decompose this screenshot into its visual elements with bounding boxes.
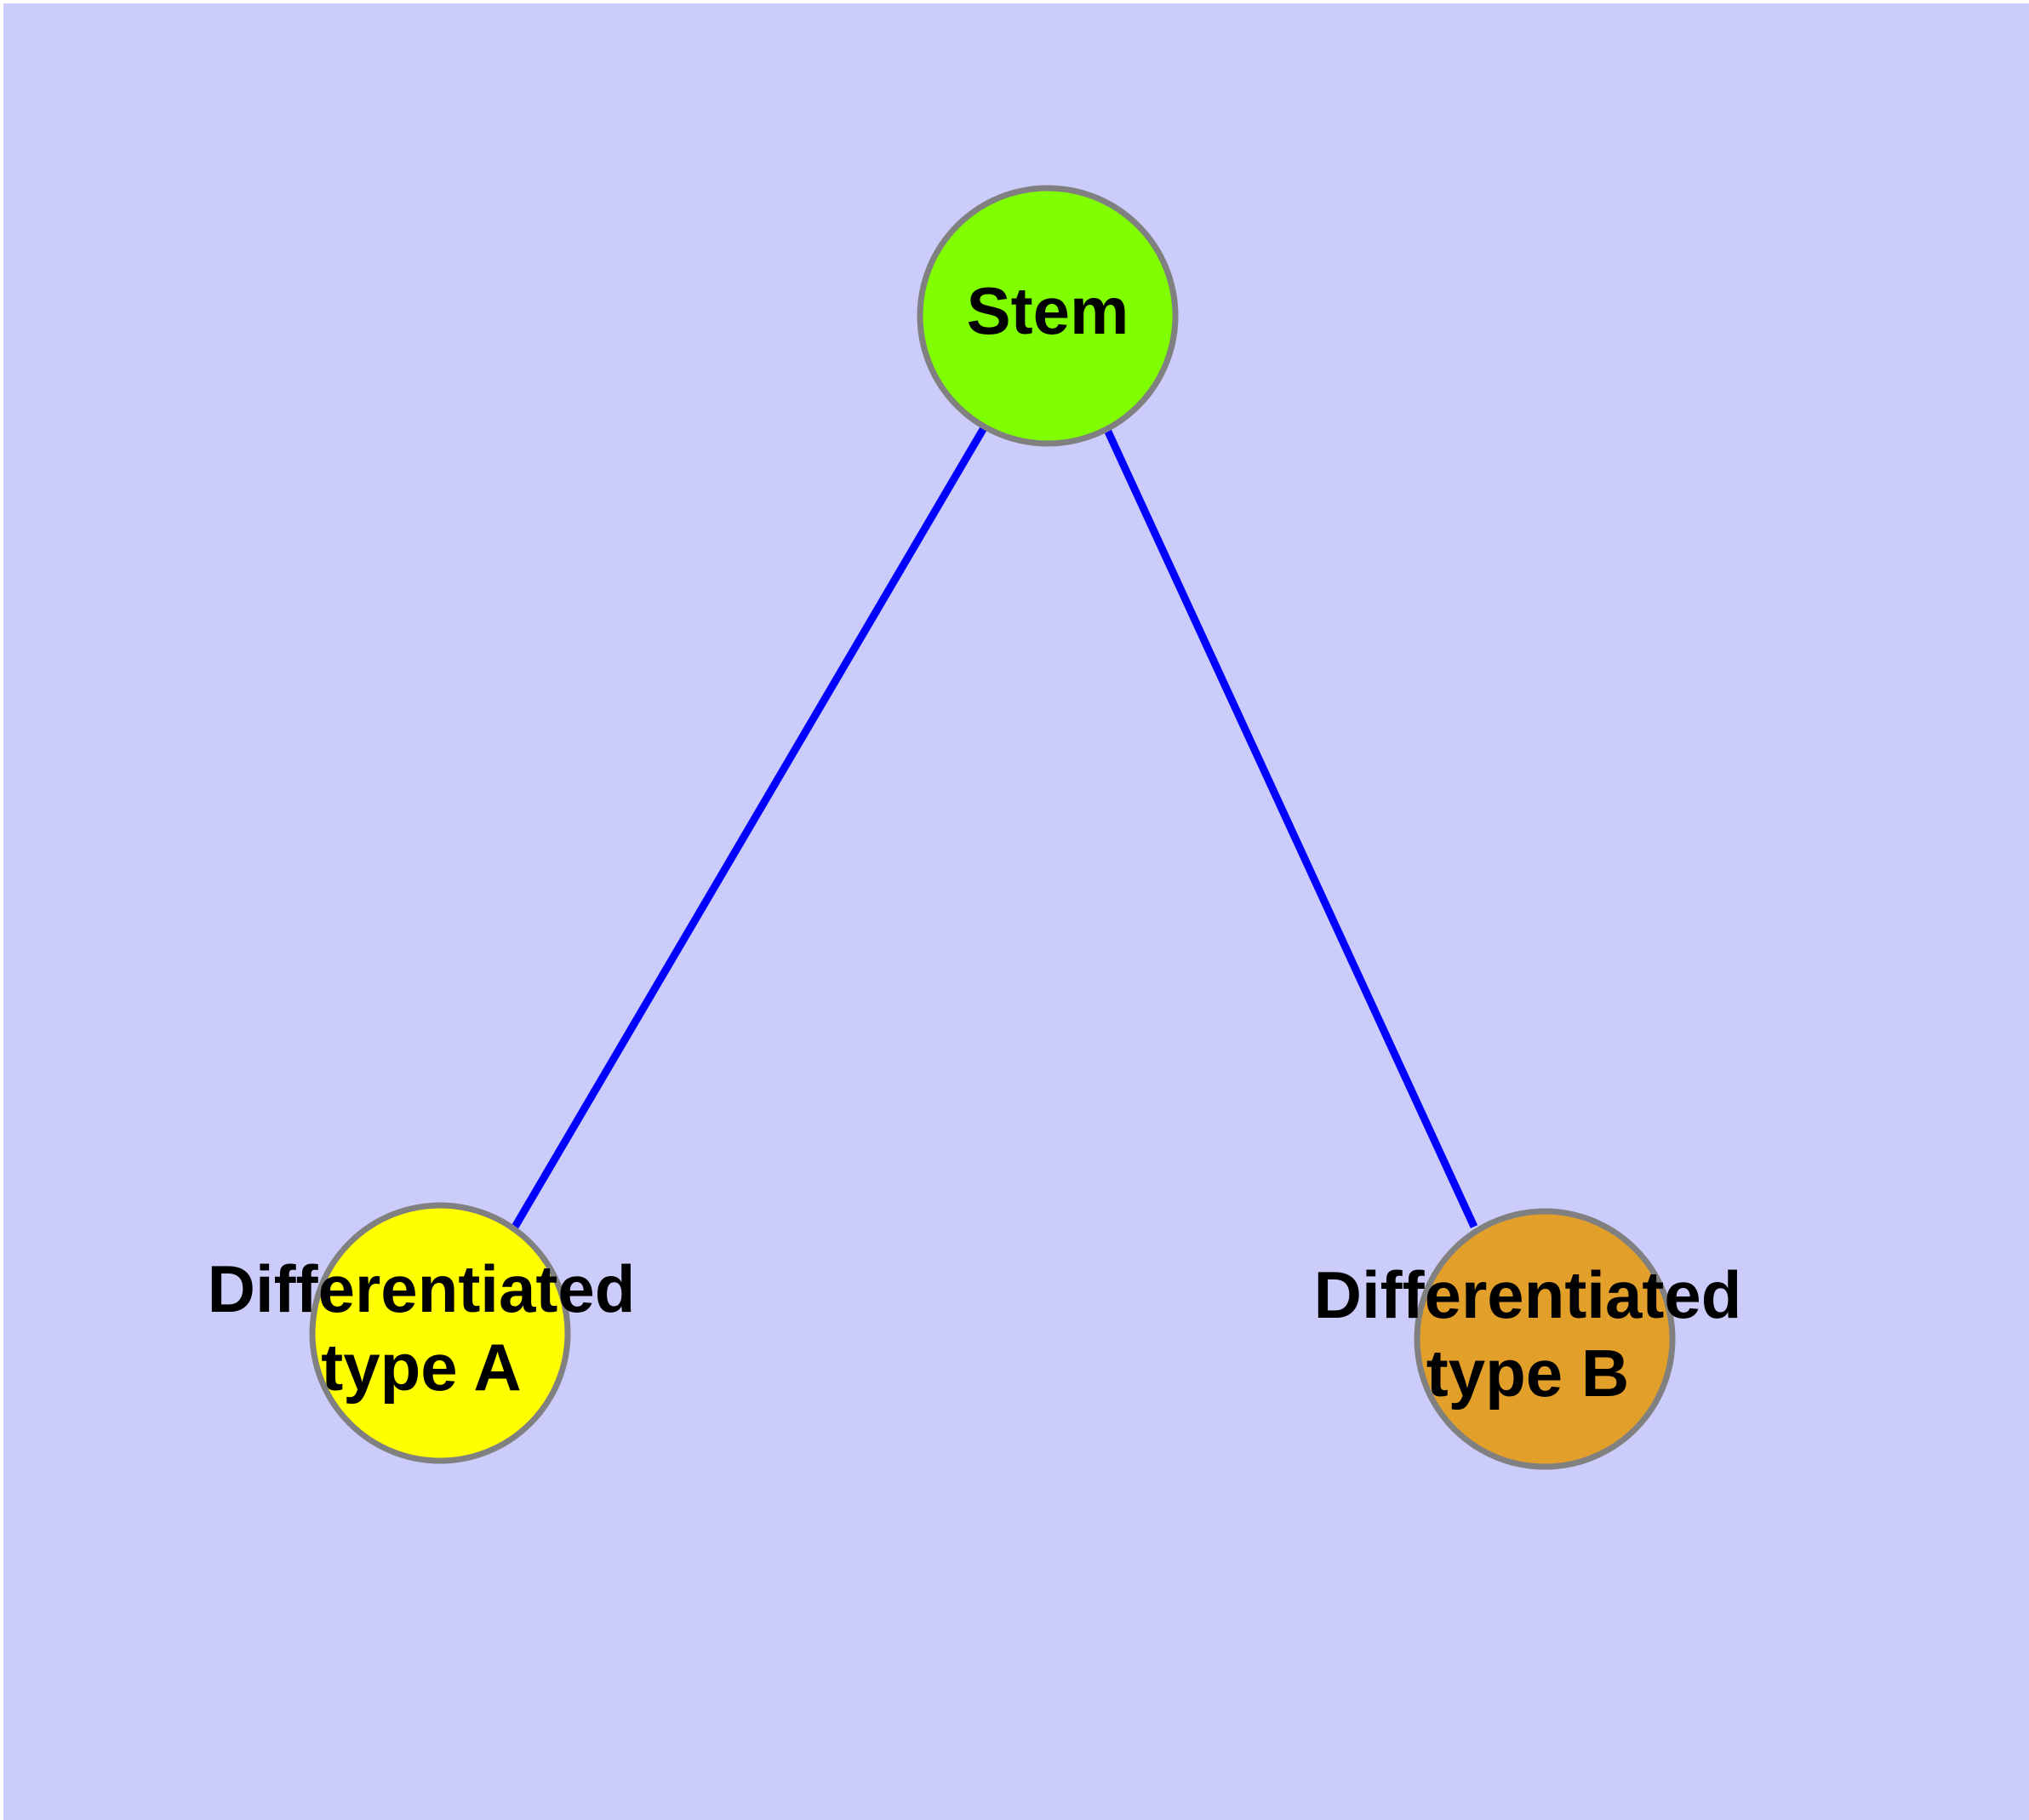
nodes-layer — [309, 185, 1676, 1470]
node-label-line: Differentiated — [208, 1251, 636, 1326]
node-stem[interactable] — [917, 185, 1179, 447]
node-diff_b[interactable] — [1414, 1208, 1676, 1470]
node-label-stem: Stem — [967, 273, 1129, 348]
node-label-line: type B — [1426, 1336, 1629, 1411]
edge-stem-to-diff_b[interactable] — [1099, 419, 1478, 1228]
node-label-line: type A — [321, 1330, 522, 1405]
node-label-line: Differentiated — [1314, 1257, 1742, 1332]
edge-stem-to-diff_a[interactable] — [511, 424, 988, 1231]
edges-layer — [511, 419, 1478, 1231]
node-diff_a[interactable] — [309, 1202, 571, 1464]
node-label-line: Stem — [967, 273, 1129, 348]
